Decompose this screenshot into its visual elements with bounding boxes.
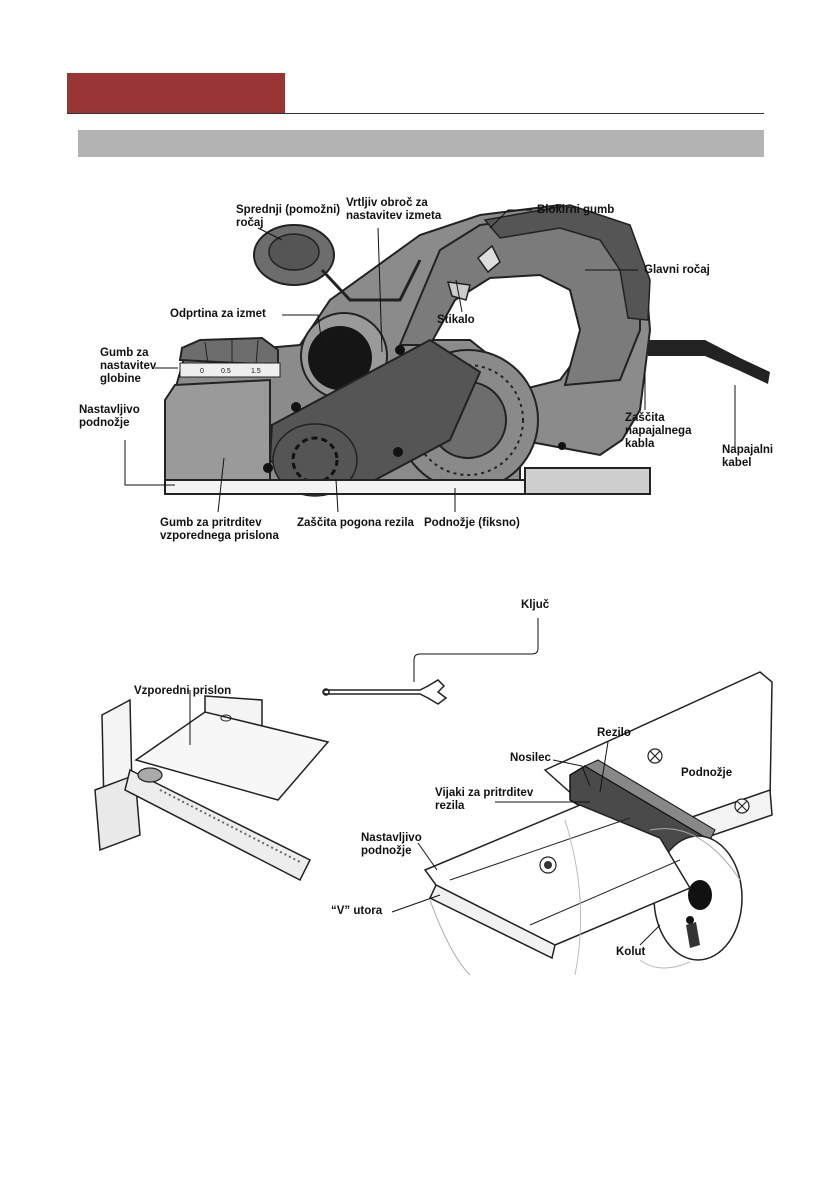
label-main-handle: Glavni ročaj	[644, 264, 710, 276]
scale-mark-0: 0	[200, 368, 204, 375]
label-fence-knob: Gumb za pritrditev vzporednega prislona	[160, 517, 279, 542]
label-adjustable-base: Nastavljivo podnožje	[79, 404, 140, 429]
label-drum-adjustable-base: Nastavljivo podnožje	[361, 832, 422, 857]
label-fixed-base: Podnožje (fiksno)	[424, 517, 520, 529]
header-rule	[67, 113, 764, 114]
label-drum-base: Podnožje	[681, 767, 733, 779]
label-front-handle: Sprednji (pomožni) ročaj	[236, 204, 341, 229]
label-blade: Rezilo	[597, 727, 631, 739]
label-v-groove: “V” utora	[331, 905, 383, 917]
label-power-cord: Napajalni kabel	[722, 444, 774, 469]
scale-mark-1-5: 1.5	[251, 368, 261, 375]
label-belt-guard: Zaščita pogona rezila	[297, 517, 414, 529]
wrench-illustration	[322, 618, 539, 705]
label-holder: Nosilec	[510, 752, 551, 764]
parallel-fence-illustration	[94, 690, 330, 882]
label-cord-guard: Zaščita napajalnega kabla	[625, 412, 692, 450]
label-chip-ring: Vrtljiv obroč za nastavitev izmeta	[346, 197, 442, 222]
label-depth-knob: Gumb za nastavitev globine	[100, 347, 157, 385]
drum-detail-illustration	[423, 671, 773, 976]
scale-mark-0-5: 0.5	[221, 368, 231, 375]
planer-leader-lines	[124, 209, 736, 513]
section-title-bar	[78, 130, 764, 157]
label-switch: Stikalo	[437, 314, 475, 326]
planer-illustration	[164, 203, 770, 497]
label-wrench: Ključ	[521, 599, 550, 611]
section-header-tab	[67, 73, 285, 113]
label-parallel-fence: Vzporedni prislon	[134, 685, 232, 697]
label-blade-screws: Vijaki za pritrditev rezila	[435, 787, 534, 812]
label-lock-button: Blokirni gumb	[537, 204, 615, 216]
label-chip-outlet: Odprtina za izmet	[170, 308, 266, 320]
label-drum: Kolut	[616, 946, 646, 958]
drum-leader-lines	[391, 741, 661, 946]
